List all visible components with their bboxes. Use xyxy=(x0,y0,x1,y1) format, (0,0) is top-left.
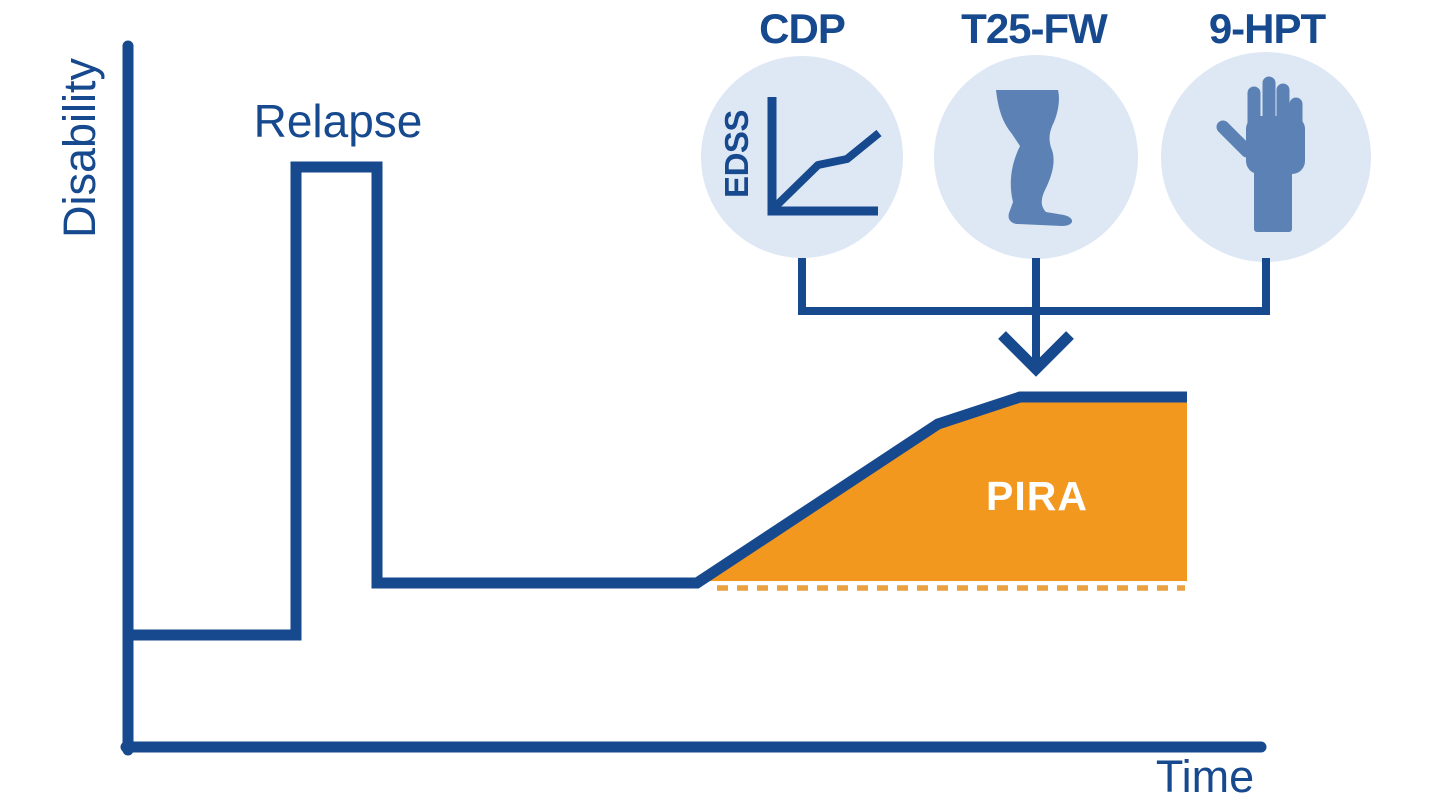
x-axis-label: Time xyxy=(1156,751,1254,802)
edss-label: EDSS xyxy=(718,110,755,198)
hand-forearm xyxy=(1254,160,1292,232)
hand-fingers xyxy=(1247,76,1303,140)
edss-graph-icon: EDSS xyxy=(718,97,882,216)
hpt-label: 9-HPT xyxy=(1209,5,1327,52)
edss-graph-line xyxy=(772,129,882,210)
edss-graph-axes xyxy=(767,97,878,216)
relapse-label: Relapse xyxy=(254,95,423,147)
y-axis-label: Disability xyxy=(54,57,105,238)
disability-curve xyxy=(128,161,1187,641)
assessment-cdp: CDP EDSS xyxy=(701,5,903,258)
t25fw-label: T25-FW xyxy=(961,5,1108,52)
arrow-down-icon xyxy=(998,331,1074,377)
leg-icon xyxy=(996,90,1073,226)
hand-icon xyxy=(1216,76,1305,232)
assessment-9hpt: 9-HPT xyxy=(1161,5,1371,262)
pira-area xyxy=(701,397,1187,581)
cdp-label: CDP xyxy=(759,5,845,52)
hand-thumb xyxy=(1216,120,1254,158)
assessment-connector-lines xyxy=(798,258,1270,373)
pira-label: PIRA xyxy=(986,473,1088,519)
assessment-t25fw: T25-FW xyxy=(934,5,1138,259)
